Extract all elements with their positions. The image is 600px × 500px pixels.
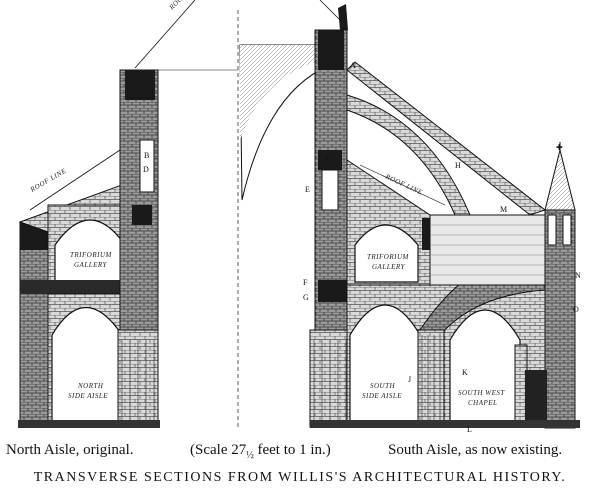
caption-south-aisle: South Aisle, as now existing. bbox=[388, 442, 563, 458]
letter-N: N bbox=[575, 271, 581, 280]
letter-F: F bbox=[303, 278, 308, 287]
label-triforium-left: TRIFORIUM bbox=[70, 251, 112, 259]
figure-title: TRANSVERSE SECTIONS FROM WILLIS'S ARCHIT… bbox=[33, 470, 567, 485]
caption-scale-prefix: (Scale 27 bbox=[190, 442, 247, 458]
label-chapel: CHAPEL bbox=[468, 399, 497, 407]
caption-north-aisle: North Aisle, original. bbox=[6, 442, 134, 458]
label-gallery-right: GALLERY bbox=[372, 263, 406, 271]
label-south-west: SOUTH WEST bbox=[458, 389, 505, 397]
svg-text:✚: ✚ bbox=[556, 143, 563, 152]
label-gallery-left: GALLERY bbox=[74, 261, 108, 269]
letter-M: M bbox=[500, 205, 507, 214]
caption-scale-suffix: feet to 1 in.) bbox=[253, 442, 331, 458]
caption-scale-fraction: ½ bbox=[246, 450, 254, 461]
transverse-section-drawing: ✚ ROOF LINE ROOF LINE ROOF LINE TRIFORIU… bbox=[18, 0, 581, 434]
letter-H: H bbox=[455, 161, 461, 170]
letter-C: C bbox=[326, 155, 331, 164]
letter-E: E bbox=[305, 185, 310, 194]
label-north-side-aisle: SIDE AISLE bbox=[68, 392, 108, 400]
letter-B: B bbox=[144, 151, 149, 160]
label-triforium-right: TRIFORIUM bbox=[367, 253, 409, 261]
letter-K: K bbox=[462, 368, 468, 377]
label-south-side-aisle: SIDE AISLE bbox=[362, 392, 402, 400]
letter-O: O bbox=[573, 305, 579, 314]
caption-scale: (Scale 27½ feet to 1 in.) bbox=[190, 442, 331, 461]
label-north: NORTH bbox=[77, 382, 104, 390]
letter-A: A bbox=[350, 61, 356, 70]
north-aisle-section bbox=[18, 0, 238, 428]
south-aisle-section: ✚ bbox=[239, 0, 580, 429]
label-south: SOUTH bbox=[370, 382, 396, 390]
letter-L: L bbox=[467, 425, 472, 434]
label-roof-line-left: ROOF LINE bbox=[28, 167, 68, 195]
letter-J: J bbox=[408, 375, 411, 384]
letter-G: G bbox=[303, 293, 309, 302]
letter-D: D bbox=[143, 165, 149, 174]
label-roof-line-top-left: ROOF LINE bbox=[167, 0, 202, 12]
